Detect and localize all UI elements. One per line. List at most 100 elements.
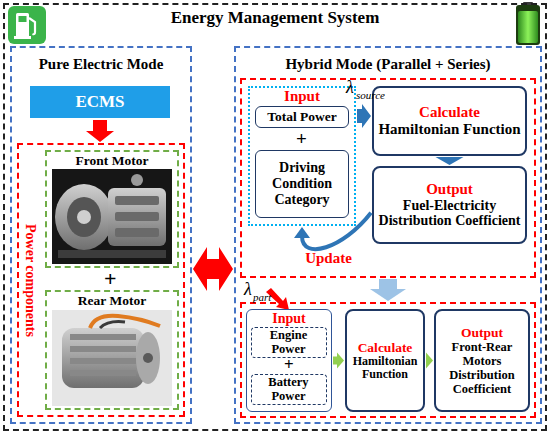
text-holder: Battery Power	[252, 375, 326, 404]
input-box: Total Power	[255, 106, 349, 128]
output-box: OutputFuel-Electricity Distribution Coef…	[372, 166, 527, 244]
node-text: Hamiltonian Function	[378, 121, 520, 138]
battery-charge	[518, 11, 538, 43]
motor-housing	[55, 184, 113, 250]
battery-case	[516, 5, 540, 45]
arrow-head	[294, 227, 310, 238]
plus-sign: +	[284, 356, 294, 373]
text-holder: ECMS	[30, 86, 170, 118]
node-title: Calculate	[358, 340, 413, 355]
motor-housing	[62, 328, 144, 388]
node-title: Driving Condition Category	[258, 160, 346, 207]
component-group: Power components Front MotorRear Motor	[17, 143, 185, 417]
rear-motor-illustration	[52, 310, 172, 406]
text-holder: Energy Management System	[5, 8, 545, 27]
block-arrow	[426, 353, 433, 369]
text-holder: Total Power	[256, 107, 348, 127]
motor-box: Front Motor	[45, 150, 179, 268]
node-title: Energy Management System	[5, 8, 545, 27]
mode-panel: Hybrid Mode (Parallel + Series)InputTota…	[234, 46, 542, 424]
text-holder: CalculateHamiltonian Function	[374, 88, 525, 154]
cooling-fin	[70, 346, 136, 352]
connector-arrow	[370, 279, 406, 301]
cooling-fin	[70, 370, 136, 376]
connector-arrow	[86, 120, 114, 142]
input-group: InputEngine PowerBattery Power	[246, 309, 332, 412]
connector-arrow	[426, 353, 433, 369]
node-title: Calculate	[419, 104, 480, 121]
node-title: Engine Power	[254, 328, 324, 356]
end-cap	[136, 332, 160, 384]
pump-body	[16, 13, 29, 37]
icon-background	[8, 6, 46, 44]
pump-hose	[29, 18, 35, 34]
pump-window	[19, 16, 27, 22]
node-title: Output	[461, 325, 503, 340]
node-title: Total Power	[267, 109, 337, 124]
node-title: Power components	[22, 224, 38, 337]
curved-arrow-line	[302, 213, 371, 249]
block-arrow	[370, 279, 406, 301]
text-holder: Power components	[20, 145, 40, 415]
fuel-pump-icon	[8, 6, 46, 44]
node-title: Hybrid Mode (Parallel + Series)	[236, 56, 540, 73]
input-box: Driving Condition Category	[255, 150, 349, 218]
node-text: Fuel-Electricity Distribution Coefficien…	[376, 198, 523, 229]
node-text: Hamiltonian Function	[349, 355, 421, 382]
motor-box: Rear Motor	[45, 290, 179, 410]
connector-arrow	[193, 247, 233, 291]
block-arrow	[436, 157, 464, 165]
connector-arrow	[436, 157, 464, 165]
block-arrow	[193, 247, 233, 291]
text-holder: CalculateHamiltonian Function	[347, 311, 423, 410]
connector-arrow	[357, 104, 371, 128]
node-title: Battery Power	[254, 375, 324, 403]
cooling-fin	[70, 334, 136, 340]
motor-shaft	[77, 210, 91, 224]
text-holder: Engine Power	[252, 328, 326, 357]
battery-icon	[516, 2, 540, 45]
symbol-label: part	[253, 292, 271, 303]
strategy-box: ECMS	[30, 86, 170, 118]
text-holder: OutputFuel-Electricity Distribution Coef…	[374, 168, 525, 242]
gearbox-rib	[115, 196, 159, 205]
power-cable	[90, 316, 160, 328]
text-holder: OutputFront-Rear Motors Distribution Coe…	[436, 311, 528, 410]
symbol-label: λ	[346, 78, 354, 96]
text-holder: Rear Motor	[47, 293, 177, 308]
node-title: ECMS	[75, 92, 124, 111]
text-holder: Pure Electric Mode	[12, 56, 190, 73]
node-text: Front-Rear Motors Distribution Coefficie…	[438, 340, 526, 396]
text-holder: Hybrid Mode (Parallel + Series)	[236, 56, 540, 73]
gearbox-rib	[115, 212, 159, 221]
cooling-fin	[70, 358, 136, 364]
stage-group: InputTotal PowerDriving Condition Catego…	[240, 78, 536, 278]
node-title: Input	[247, 311, 331, 327]
gearbox-rib	[115, 228, 159, 237]
connector-arrow	[333, 353, 344, 369]
node-title: Output	[426, 181, 473, 198]
photo-background	[52, 169, 172, 264]
node-title: Rear Motor	[47, 293, 177, 308]
text-holder: Input	[250, 88, 354, 105]
node-title: Front Motor	[47, 153, 177, 168]
signal-cable	[100, 322, 125, 328]
symbol-label: λ	[244, 280, 252, 298]
gearbox	[108, 188, 166, 246]
text-holder: Front Motor	[47, 153, 177, 168]
edge-label: Update	[305, 251, 352, 266]
lambda-pointer-arrow	[266, 288, 289, 310]
input-box: Battery Power	[251, 374, 327, 405]
system-frame: Energy Management SystemPure Electric Mo…	[3, 3, 547, 431]
process-box: CalculateHamiltonian Function	[345, 309, 425, 412]
motor-face	[67, 197, 101, 237]
front-motor-illustration	[52, 169, 172, 264]
node-title: Input	[250, 88, 354, 105]
plus-sign: +	[104, 268, 117, 290]
node-title: Pure Electric Mode	[12, 56, 190, 73]
block-arrow	[357, 104, 371, 128]
bolt	[131, 174, 143, 186]
